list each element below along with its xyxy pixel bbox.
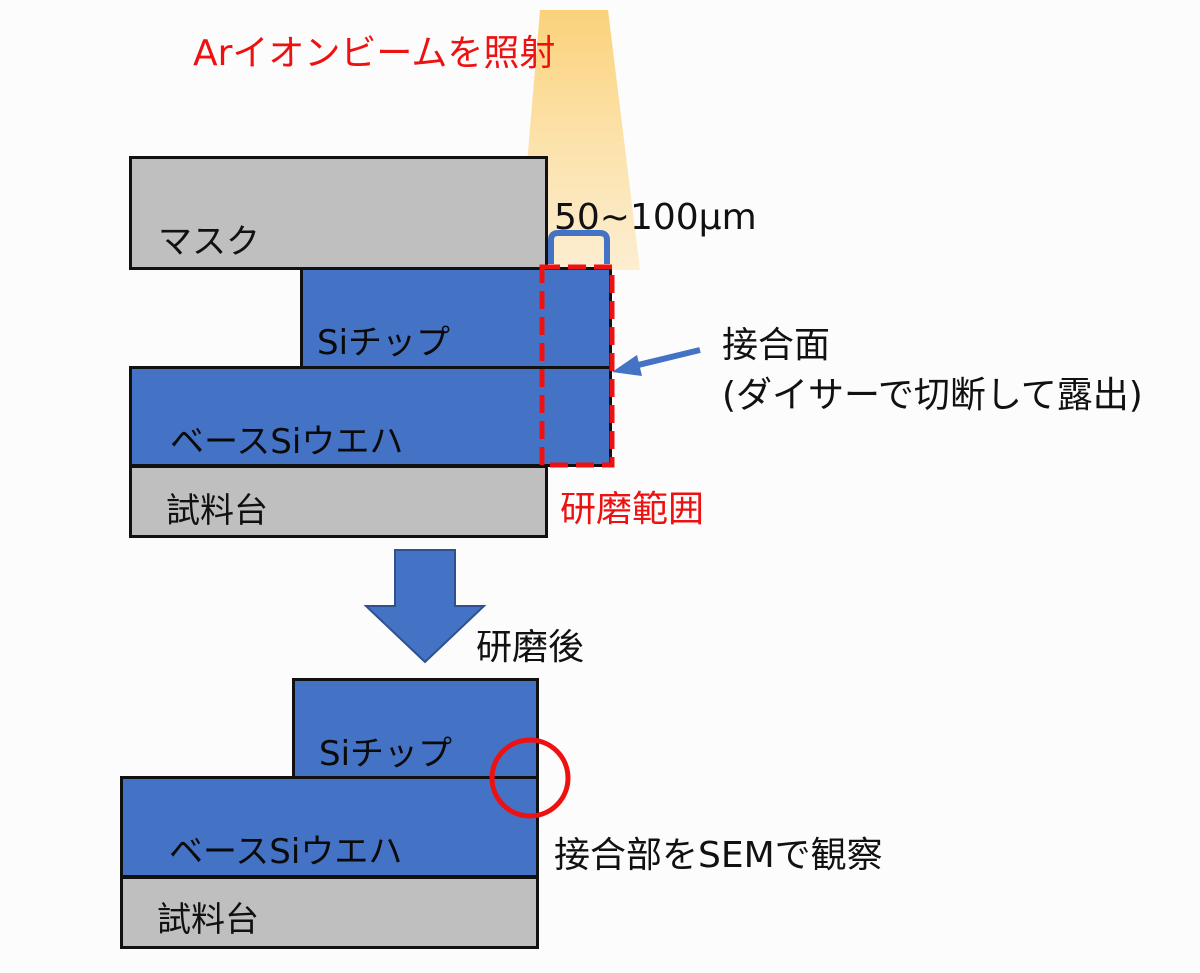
- observe-circle: [489, 737, 571, 819]
- width-annotation: 50~100μm: [554, 197, 757, 238]
- after-stage-block: 試料台: [120, 876, 539, 949]
- stage-block: 試料台: [129, 465, 548, 538]
- width-bracket: [548, 230, 610, 264]
- down-arrow-icon: [363, 549, 487, 664]
- after-chip-label: Siチップ: [319, 734, 453, 774]
- mask-label: マスク: [158, 222, 260, 262]
- polish-region-label: 研磨範囲: [560, 489, 705, 530]
- interface-arrow: [633, 347, 701, 369]
- observe-label: 接合部をSEMで観察: [554, 835, 883, 876]
- ion-beam-label: Arイオンビームを照射: [193, 33, 556, 74]
- after-wafer-block: ベースSiウエハ: [120, 776, 539, 878]
- wafer-label: ベースSiウエハ: [170, 422, 404, 462]
- interface-note: (ダイサーで切断して露出): [722, 375, 1143, 416]
- transition-label: 研磨後: [476, 627, 585, 668]
- stage-label: 試料台: [166, 491, 268, 531]
- after-chip-block: Siチップ: [292, 678, 539, 779]
- polish-region: [539, 264, 615, 468]
- after-wafer-label: ベースSiウエハ: [169, 832, 403, 872]
- interface-title: 接合面: [722, 325, 831, 366]
- after-stage-label: 試料台: [157, 900, 259, 940]
- chip-label: Siチップ: [317, 323, 451, 363]
